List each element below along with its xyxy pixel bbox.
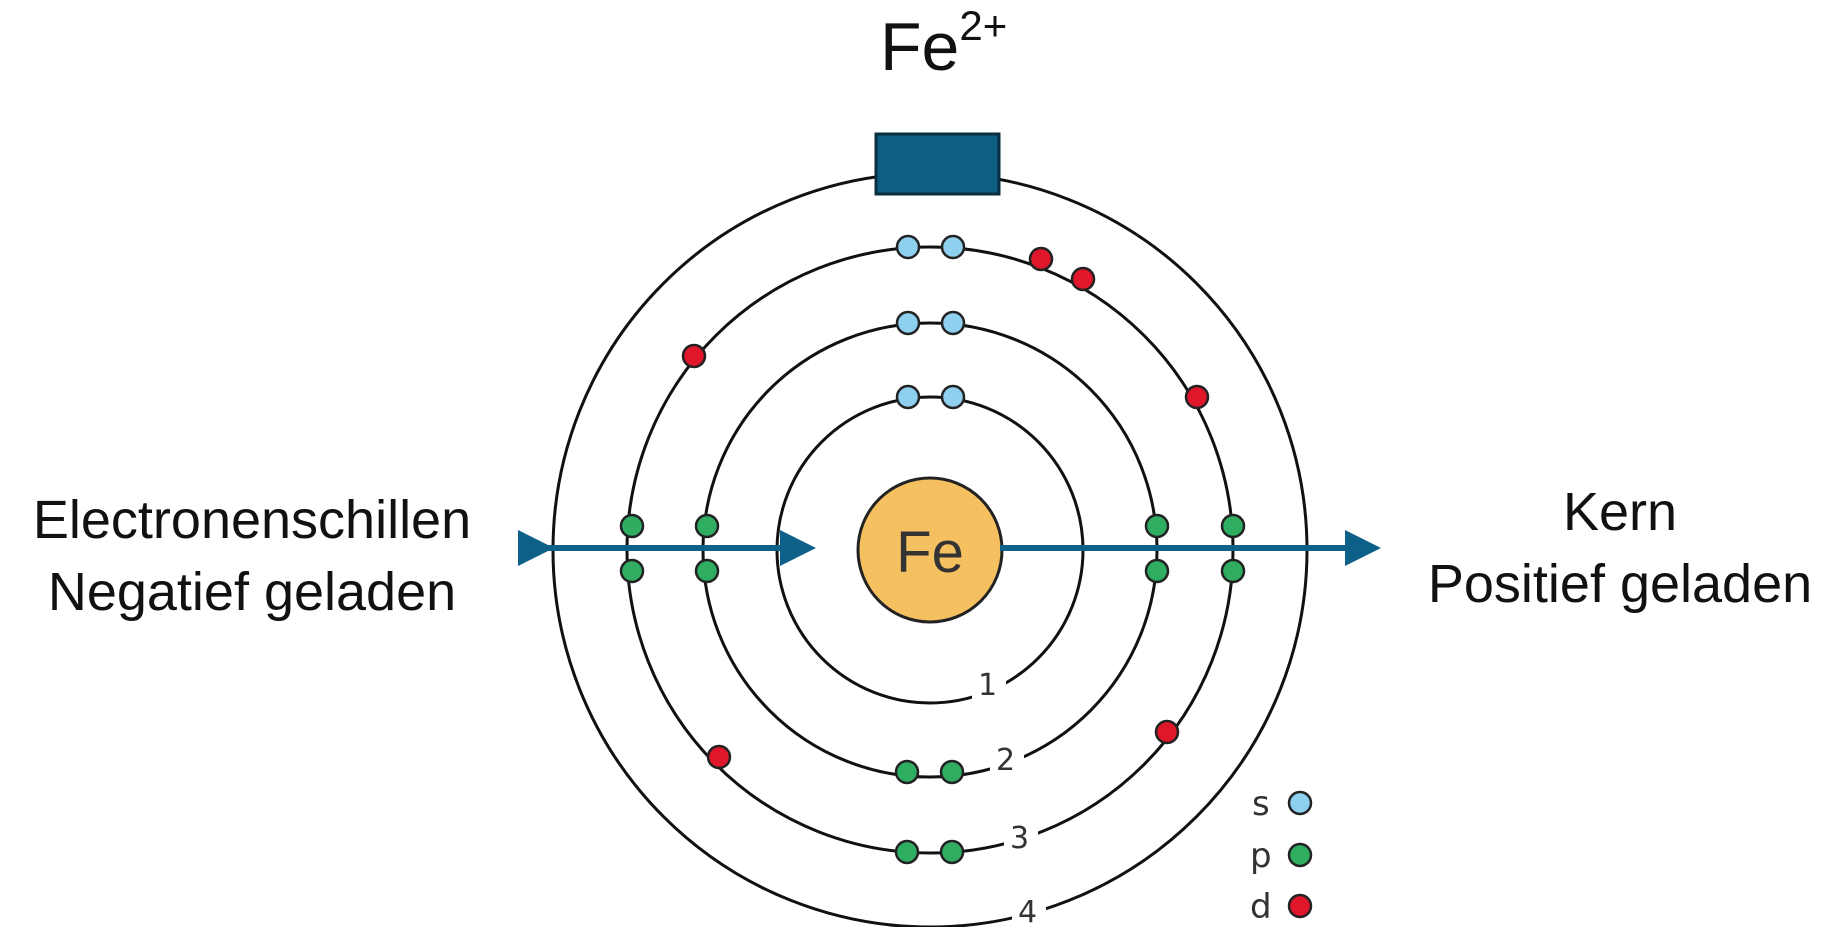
electron-s — [895, 310, 921, 336]
electron-d — [1028, 246, 1054, 272]
electron-p — [619, 513, 645, 539]
electron-s — [895, 234, 921, 260]
nucleus-symbol: Fe — [896, 520, 964, 585]
electron-p — [694, 513, 720, 539]
left-label-line1: Electronenschillen — [33, 490, 471, 550]
electron-s — [940, 384, 966, 410]
electron-d — [1154, 719, 1180, 745]
electron-s — [940, 234, 966, 260]
electron-d — [681, 343, 707, 369]
legend-dot-p — [1287, 842, 1313, 868]
electron-p — [1144, 513, 1170, 539]
shell-number-3: 3 — [1010, 821, 1029, 856]
shell-number-labels: 1 2 3 4 — [972, 665, 1046, 927]
electron-p — [619, 558, 645, 584]
shell-number-1: 1 — [978, 668, 997, 703]
removed-electrons-box — [874, 132, 1001, 196]
shell-number-4: 4 — [1018, 895, 1037, 927]
ion-title: Fe2+ — [880, 2, 1007, 85]
electron-p — [939, 759, 965, 785]
electron-p — [1144, 558, 1170, 584]
legend-label-s: s — [1252, 784, 1270, 824]
electron-p — [1220, 558, 1246, 584]
electron-s — [895, 384, 921, 410]
electron-d — [706, 744, 732, 770]
left-label-line2: Negatief geladen — [48, 562, 456, 622]
electron-p — [894, 839, 920, 865]
legend-label-d: d — [1250, 887, 1272, 927]
electron-d — [1184, 384, 1210, 410]
legend-label-p: p — [1250, 836, 1272, 876]
electron-p — [1220, 513, 1246, 539]
electron-p — [694, 558, 720, 584]
electron-s — [940, 310, 966, 336]
shell-number-2: 2 — [996, 743, 1015, 778]
legend-dot-s — [1287, 790, 1313, 816]
right-label-line1: Kern — [1563, 482, 1677, 542]
electron-p — [894, 759, 920, 785]
electron-p — [939, 839, 965, 865]
right-label-line2: Positief geladen — [1428, 554, 1812, 614]
ion-charge: 2+ — [959, 2, 1007, 49]
electron-d — [1070, 266, 1096, 292]
legend-dot-d — [1287, 893, 1313, 919]
ion-symbol: Fe — [880, 9, 959, 85]
orbital-legend: s p d — [1250, 784, 1313, 927]
